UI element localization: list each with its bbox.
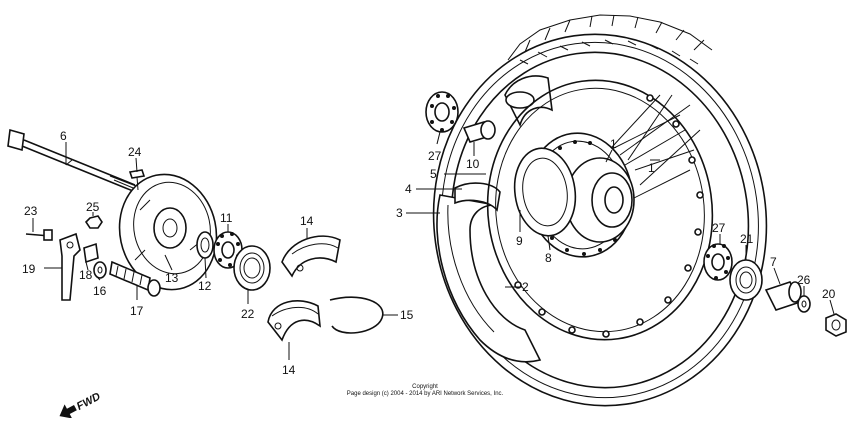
callout-27-right: 27 [712, 221, 726, 235]
callout-24: 24 [128, 145, 142, 159]
callout-labels: 6 24 23 25 19 18 16 17 13 12 11 22 14 14… [22, 129, 836, 377]
copyright-notice: Page design (c) 2004 - 2014 by ARI Netwo… [346, 391, 504, 397]
dust-seal-12[interactable] [196, 231, 214, 259]
callout-3: 3 [396, 206, 403, 220]
tire-cut-top [504, 75, 553, 128]
tire[interactable] [410, 13, 791, 419]
tube-section[interactable] [436, 194, 542, 363]
callout-20: 20 [822, 287, 836, 301]
callout-18: 18 [79, 268, 93, 282]
fwd-indicator: FWD [52, 388, 112, 423]
brake-panel[interactable] [109, 165, 227, 298]
side-collar-7[interactable] [764, 281, 802, 311]
callout-23: 23 [24, 204, 38, 218]
callout-22: 22 [241, 307, 255, 321]
bolt-23[interactable] [25, 229, 53, 241]
distance-collar-10[interactable] [462, 120, 496, 143]
callout-12: 12 [198, 279, 212, 293]
callout-14-lower: 14 [282, 363, 296, 377]
axle[interactable] [7, 128, 139, 192]
shoe-spring[interactable] [329, 296, 384, 334]
screw-24[interactable] [128, 169, 146, 191]
callout-9: 9 [516, 234, 523, 248]
callout-2: 2 [522, 280, 529, 294]
brake-shoe-lower[interactable] [267, 300, 321, 342]
washer-16[interactable] [93, 261, 107, 279]
rim[interactable] [471, 66, 729, 355]
callout-7: 7 [770, 255, 777, 269]
brake-shoe-upper[interactable] [281, 235, 341, 278]
oil-seal-21[interactable] [729, 259, 763, 301]
callout-1-left: 1 [610, 137, 617, 151]
callout-26: 26 [797, 273, 811, 287]
callout-16: 16 [93, 284, 107, 298]
indicator-18[interactable] [83, 242, 99, 264]
callout-27-upper: 27 [428, 149, 442, 163]
brake-arm[interactable] [59, 232, 81, 301]
oil-seal-22[interactable] [233, 245, 271, 291]
bearing-27-right[interactable] [703, 243, 733, 281]
callout-4: 4 [405, 182, 412, 196]
axle-nut-20[interactable] [825, 313, 847, 337]
washer-26[interactable] [797, 295, 811, 313]
callout-17: 17 [130, 304, 144, 318]
brake-cam[interactable] [109, 260, 161, 297]
fwd-arrow-icon: FWD [59, 391, 103, 419]
callout-8: 8 [545, 251, 552, 265]
callout-13: 13 [165, 271, 179, 285]
leader-lines [32, 131, 835, 360]
callout-21: 21 [740, 232, 754, 246]
callout-15: 15 [400, 308, 414, 322]
copyright-title: Copyright [412, 384, 438, 390]
callout-14-upper: 14 [300, 214, 314, 228]
callout-11: 11 [220, 211, 233, 225]
hub-flange-plate[interactable] [509, 144, 581, 239]
callout-25: 25 [86, 200, 100, 214]
callout-10: 10 [466, 157, 480, 171]
nut-25[interactable] [84, 215, 103, 229]
bearing-27-left[interactable] [425, 91, 459, 133]
callout-5: 5 [430, 167, 437, 181]
callout-19: 19 [22, 262, 36, 276]
callout-1-right: 1 [648, 161, 655, 175]
callout-6: 6 [60, 129, 67, 143]
bearing-11[interactable] [213, 231, 243, 269]
